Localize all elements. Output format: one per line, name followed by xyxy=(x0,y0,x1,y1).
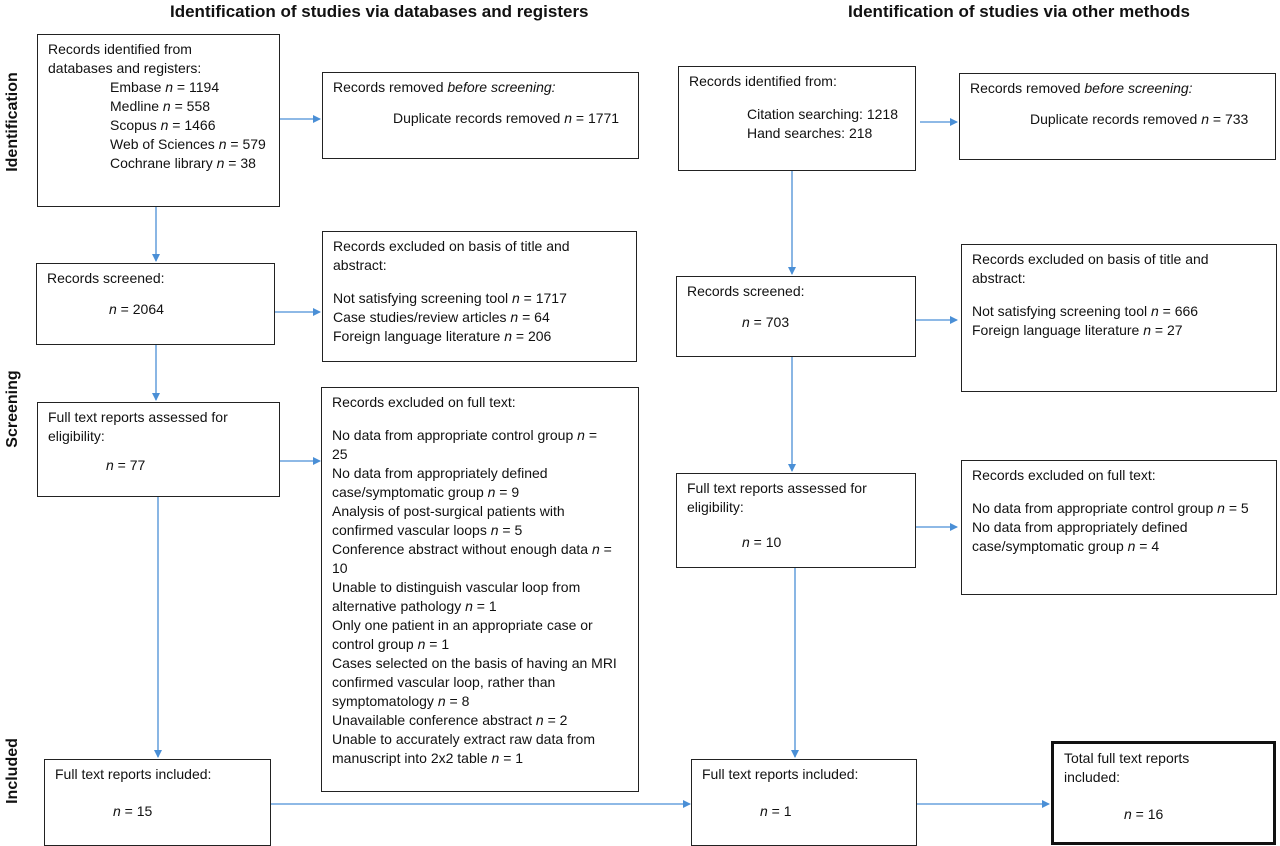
right-records-screened-box: Records screened: n = 703 xyxy=(676,276,916,357)
box-title: Records identified from xyxy=(48,41,192,57)
total-count: n = 16 xyxy=(1124,806,1164,822)
assessed-count: n = 10 xyxy=(742,534,782,550)
left-excluded-fulltext-box: Records excluded on full text: No data f… xyxy=(321,387,639,792)
left-reports-included-box: Full text reports included: n = 15 xyxy=(44,759,271,846)
right-excluded-fulltext-box: Records excluded on full text: No data f… xyxy=(961,460,1277,595)
box-title: Records excluded on full text: xyxy=(972,467,1156,483)
box-title: Records screened: xyxy=(687,283,805,299)
box-title: Records excluded on basis of title and xyxy=(333,238,570,254)
list-item: Medline n = 558 xyxy=(110,98,211,114)
box-title: included: xyxy=(1064,769,1121,785)
exclusion-reason-line: control group n = 1 xyxy=(332,636,450,652)
left-fulltext-assessed-box: Full text reports assessed for eligibili… xyxy=(37,402,280,497)
box-title: Records screened: xyxy=(47,270,165,286)
exclusion-reason-line: alternative pathology n = 1 xyxy=(332,598,497,614)
exclusion-reason-line: Unable to accurately extract raw data fr… xyxy=(332,731,596,747)
assessed-count: n = 77 xyxy=(106,457,146,473)
exclusion-reason-line: Conference abstract without enough data … xyxy=(332,541,612,557)
list-item: Hand searches: 218 xyxy=(747,125,873,141)
right-fulltext-assessed-box: Full text reports assessed for eligibili… xyxy=(676,473,916,568)
list-item: Case studies/review articles n = 64 xyxy=(333,309,550,325)
right-reports-included-box: Full text reports included: n = 1 xyxy=(691,759,917,846)
total-reports-included-box: Total full text reports included: n = 16 xyxy=(1051,741,1276,845)
right-records-identified-box: Records identified from: Citation search… xyxy=(678,66,916,171)
box-title: eligibility: xyxy=(48,428,105,444)
left-records-removed-box: Records removed before screening: Duplic… xyxy=(322,72,639,159)
exclusion-reason-line: manuscript into 2x2 table n = 1 xyxy=(332,750,524,766)
list-item: Web of Sciences n = 579 xyxy=(110,136,266,152)
exclusion-reasons-list: No data from appropriate control group n… xyxy=(972,499,1266,556)
list-item: Not satisfying screening tool n = 666 xyxy=(972,303,1199,319)
left-records-identified-box: Records identified from databases and re… xyxy=(37,34,280,207)
list-item: Not satisfying screening tool n = 1717 xyxy=(333,290,567,306)
exclusion-reason-line: Cases selected on the basis of having an… xyxy=(332,655,617,671)
box-title: Full text reports included: xyxy=(702,766,859,782)
box-title: Full text reports assessed for xyxy=(48,409,228,425)
box-title: Records removed before screening: xyxy=(333,79,556,95)
exclusion-reason-line: No data from appropriately defined xyxy=(972,519,1188,535)
exclusion-reason-line: Unable to distinguish vascular loop from xyxy=(332,579,581,595)
exclusion-reason-line: Unavailable conference abstract n = 2 xyxy=(332,712,568,728)
box-title: Full text reports included: xyxy=(55,766,212,782)
box-title: Full text reports assessed for xyxy=(687,480,867,496)
box-title: eligibility: xyxy=(687,499,744,515)
box-title: abstract: xyxy=(333,257,387,273)
box-title: Records excluded on full text: xyxy=(332,394,516,410)
exclusion-reason-line: Analysis of post-surgical patients with xyxy=(332,503,565,519)
list-item: Citation searching: 1218 xyxy=(747,106,898,122)
box-title: Records identified from: xyxy=(689,73,837,89)
exclusion-reason-line: symptomatology n = 8 xyxy=(332,693,470,709)
list-item: Cochrane library n = 38 xyxy=(110,155,256,171)
list-item: Foreign language literature n = 27 xyxy=(972,322,1183,338)
left-excluded-title-abstract-box: Records excluded on basis of title and a… xyxy=(322,231,637,362)
screened-count: n = 703 xyxy=(742,314,790,330)
removed-count: Duplicate records removed n = 733 xyxy=(1030,111,1249,127)
exclusion-reason-line: 25 xyxy=(332,446,348,462)
exclusion-reason-line: case/symptomatic group n = 9 xyxy=(332,484,520,500)
list-item: Foreign language literature n = 206 xyxy=(333,328,552,344)
list-item: Scopus n = 1466 xyxy=(110,117,216,133)
right-column-header: Identification of studies via other meth… xyxy=(848,2,1190,21)
removed-count: Duplicate records removed n = 1771 xyxy=(393,110,620,126)
exclusion-reason-line: No data from appropriately defined xyxy=(332,465,548,481)
included-count: n = 1 xyxy=(760,803,792,819)
exclusion-reason-line: confirmed vascular loop, rather than xyxy=(332,674,556,690)
right-excluded-title-abstract-box: Records excluded on basis of title and a… xyxy=(961,244,1277,392)
box-title: Total full text reports xyxy=(1064,750,1190,766)
list-item: Embase n = 1194 xyxy=(110,79,220,95)
box-title: Records removed before screening: xyxy=(970,80,1193,96)
left-records-screened-box: Records screened: n = 2064 xyxy=(36,263,275,345)
right-records-removed-box: Records removed before screening: Duplic… xyxy=(959,73,1276,160)
exclusion-reason-line: 10 xyxy=(332,560,348,576)
exclusion-reason-line: No data from appropriate control group n… xyxy=(972,500,1249,516)
exclusion-reason-line: case/symptomatic group n = 4 xyxy=(972,538,1160,554)
exclusion-reason-line: Only one patient in an appropriate case … xyxy=(332,617,593,633)
exclusion-reason-line: No data from appropriate control group n… xyxy=(332,427,598,443)
exclusion-reasons-list: No data from appropriate control group n… xyxy=(332,426,628,768)
left-column-header: Identification of studies via databases … xyxy=(170,2,589,21)
screened-count: n = 2064 xyxy=(109,301,164,317)
included-count: n = 15 xyxy=(113,803,153,819)
exclusion-reason-line: confirmed vascular loops n = 5 xyxy=(332,522,523,538)
box-title: abstract: xyxy=(972,270,1026,286)
box-title: Records excluded on basis of title and xyxy=(972,251,1209,267)
box-title: databases and registers: xyxy=(48,60,202,76)
